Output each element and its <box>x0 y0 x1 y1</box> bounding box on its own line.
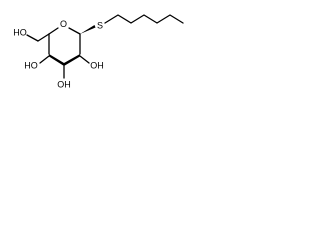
sulfur-label: S <box>97 20 103 30</box>
c2-oh-label: OH <box>90 60 104 70</box>
bond-c5-ringo <box>48 27 59 35</box>
hydroxymethyl-oh-label: HO <box>13 27 27 37</box>
wedge-c1-s <box>80 25 96 34</box>
bond-ch2-oh <box>26 34 39 42</box>
substituent-bonds <box>26 25 96 79</box>
ring-oxygen-label: O <box>60 19 67 29</box>
bond-c4-oh <box>39 55 50 64</box>
bold-bond-c2-c3 <box>64 54 80 66</box>
c3-oh-label: OH <box>57 79 71 89</box>
pyranose-ring <box>48 27 81 55</box>
bond-c5-ch2 <box>37 33 50 42</box>
bond-c2-oh <box>79 55 90 64</box>
hexyl-chain <box>104 14 184 24</box>
c4-oh-label: HO <box>24 60 38 70</box>
hexyl-thioglucoside-structure: O S HO OH OH HO <box>13 14 184 89</box>
bond-ringo-c1 <box>68 27 81 35</box>
bold-bond-c3-c4 <box>49 54 64 66</box>
bold-bonds <box>49 54 80 66</box>
